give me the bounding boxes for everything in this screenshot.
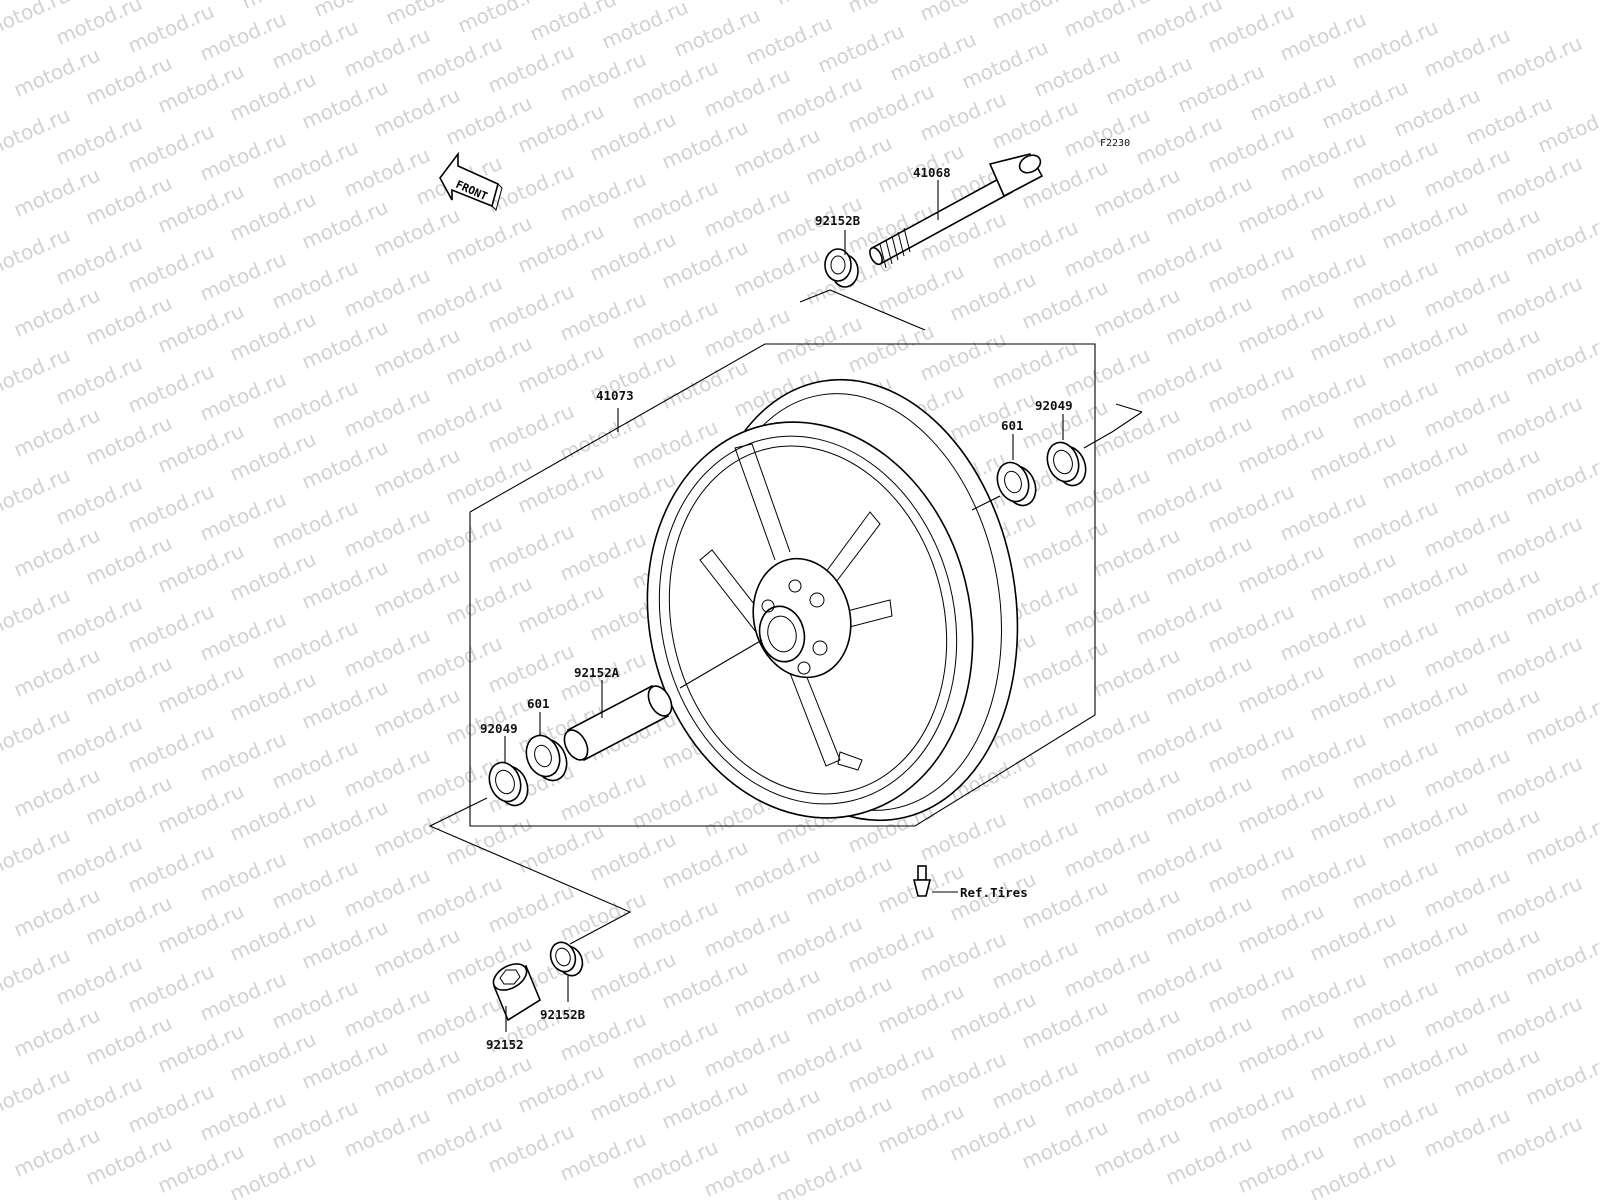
seal-right-part <box>1046 441 1087 487</box>
label-spacer: 92152A <box>574 665 620 680</box>
seal-left-part <box>488 761 529 807</box>
assembly-outline <box>469 343 1096 827</box>
label-bearing-left: 601 <box>527 696 550 711</box>
collar-bottom-b-part <box>549 941 584 977</box>
label-collar-top: 92152B <box>815 213 861 228</box>
collar-top-part <box>824 248 859 288</box>
bearing-right-part <box>996 461 1037 507</box>
diagram-code: F2230 <box>1100 138 1130 149</box>
label-bearing-right: 601 <box>1001 418 1024 433</box>
leader-right-inner <box>971 495 1001 511</box>
collar-bottom-part <box>492 963 541 1022</box>
label-ref-tires: Ref.Tires <box>960 885 1028 900</box>
label-collar-bottom-b: 92152B <box>540 1007 586 1022</box>
label-axle: 41068 <box>913 165 951 180</box>
spacer-part <box>563 684 673 762</box>
label-collar-bottom: 92152 <box>486 1037 524 1052</box>
axle-part <box>869 153 1044 269</box>
label-seal-right: 92049 <box>1035 398 1073 413</box>
wheel-part <box>646 378 1019 822</box>
label-seal-left: 92049 <box>480 721 518 736</box>
bearing-left-part <box>525 734 568 782</box>
front-arrow-icon: FRONT <box>439 151 503 211</box>
valve-stem-icon <box>912 865 932 897</box>
label-wheel: 41073 <box>596 388 634 403</box>
leader-left-connector <box>428 797 632 945</box>
leader-top-connector <box>799 289 926 331</box>
leader-right-connector <box>1083 411 1143 449</box>
leader-right-tick <box>1115 403 1143 413</box>
leader-axis <box>679 639 763 689</box>
